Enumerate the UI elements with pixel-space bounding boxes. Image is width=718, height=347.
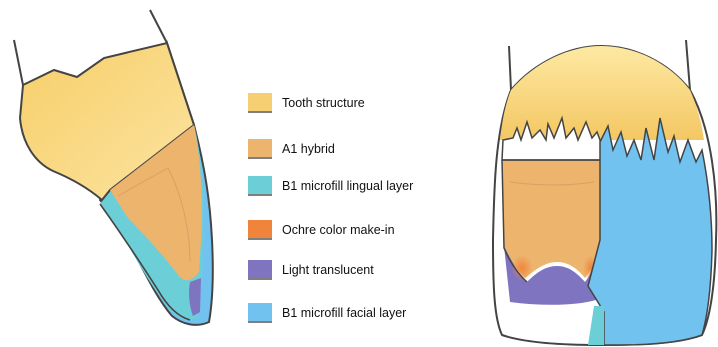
cross-section-view xyxy=(14,10,213,325)
root-line-left xyxy=(509,46,511,90)
legend-swatch-tooth-structure xyxy=(248,93,272,111)
legend-label-ochre: Ochre color make-in xyxy=(282,223,395,237)
root-outline-right xyxy=(150,10,167,43)
legend-item-a1-hybrid: A1 hybrid xyxy=(248,139,335,158)
legend-label-b1-facial: B1 microfill facial layer xyxy=(282,306,406,320)
legend-swatch-a1-hybrid xyxy=(248,139,272,157)
legend-label-tooth-structure: Tooth structure xyxy=(282,96,365,110)
crown-tooth-structure xyxy=(500,46,704,140)
legend-swatch-b1-facial xyxy=(248,303,272,321)
legend-item-b1-facial: B1 microfill facial layer xyxy=(248,303,406,322)
legend-label-a1-hybrid: A1 hybrid xyxy=(282,142,335,156)
legend-item-b1-lingual: B1 microfill lingual layer xyxy=(248,176,413,195)
legend-item-ochre: Ochre color make-in xyxy=(248,220,395,239)
legend-swatch-b1-lingual xyxy=(248,176,272,194)
facial-view xyxy=(493,40,716,345)
root-line-right xyxy=(686,40,690,90)
legend-item-light-translucent: Light translucent xyxy=(248,260,374,279)
legend-swatch-light-translucent xyxy=(248,260,272,278)
legend-label-b1-lingual: B1 microfill lingual layer xyxy=(282,179,413,193)
legend-label-light-translucent: Light translucent xyxy=(282,263,374,277)
legend: Tooth structure A1 hybrid B1 microfill l… xyxy=(248,93,413,322)
legend-item-tooth-structure: Tooth structure xyxy=(248,93,365,112)
root-outline-left xyxy=(14,40,23,85)
legend-swatch-ochre xyxy=(248,220,272,238)
